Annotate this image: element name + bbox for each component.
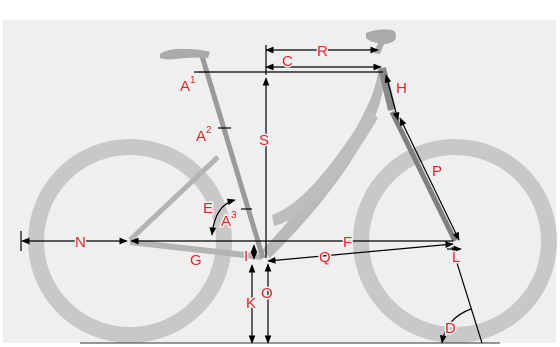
handlebar (366, 29, 396, 54)
background-panel (3, 20, 556, 343)
seat-tube (199, 55, 266, 259)
label-A2: A2 (196, 125, 212, 145)
label-I: I (244, 248, 248, 265)
chain-stay (129, 239, 263, 260)
label-C: C (282, 53, 293, 70)
dim-P (399, 117, 460, 241)
dim-H (384, 74, 400, 121)
down-tube (262, 70, 384, 258)
top-tube (272, 110, 378, 226)
label-A3: A3 (221, 210, 237, 230)
label-E: E (203, 200, 213, 217)
label-D: D (445, 320, 456, 337)
label-R: R (317, 43, 328, 60)
dim-Q (267, 241, 454, 264)
saddle (160, 48, 210, 60)
label-Q: Q (319, 249, 331, 266)
label-L: L (452, 249, 460, 266)
angle-D-arc (439, 308, 472, 344)
label-H: H (396, 80, 407, 97)
label-G: G (190, 252, 202, 269)
label-S: S (259, 132, 269, 149)
seat-stay (128, 155, 220, 242)
label-O: O (261, 285, 273, 302)
dimension-labels: A1 A2 A3 C R H S P E F N G I Q L K O D (74, 42, 462, 339)
angle-E-arc (209, 198, 236, 236)
label-P: P (432, 163, 442, 180)
steering-axis (451, 246, 483, 344)
label-A1: A1 (180, 75, 196, 95)
label-F: F (343, 234, 352, 251)
dimension-lines (20, 45, 483, 344)
label-N: N (75, 234, 86, 251)
label-K: K (246, 295, 256, 312)
